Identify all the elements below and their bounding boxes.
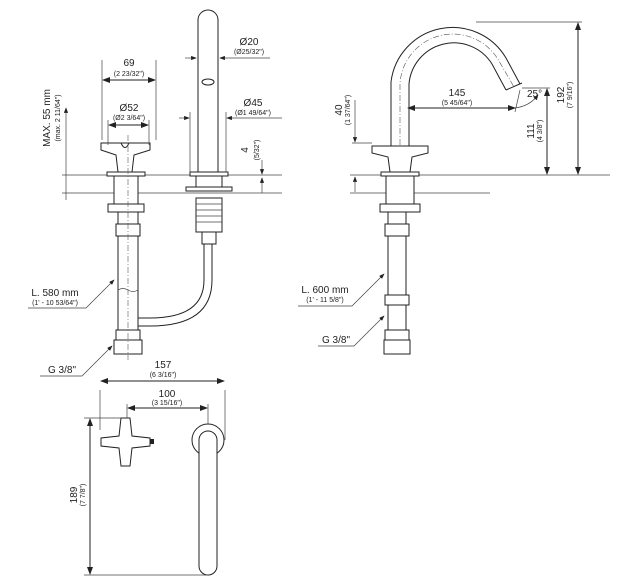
dim-inch: (1 37/64")	[345, 95, 352, 126]
gooseneck-spout	[371, 26, 523, 213]
dimension-157: 157 (6 3/16")	[99, 360, 226, 440]
callout-hose-600: L. 600 mm (1' - 11 5/8")	[298, 273, 385, 307]
callout-value: G 3/8"	[322, 335, 350, 346]
dim-value: Ø45	[244, 98, 263, 109]
flex-hoses	[383, 212, 411, 355]
dim-value: Ø20	[240, 37, 259, 48]
dim-inch: (7 9/16")	[567, 82, 574, 109]
dimension-angle-25: 25°	[514, 89, 542, 113]
dim-value: 189	[69, 486, 80, 503]
callout-inch: (1' - 10 53/64")	[32, 300, 78, 307]
cross-handle-top	[100, 417, 154, 467]
dimension-145: 145 (5 45/64")	[407, 88, 516, 111]
dim-value: 4	[240, 147, 251, 153]
dimension-111: 111 (4 3/8")	[522, 87, 550, 175]
dimension-192: 192 (7 9/16")	[476, 21, 582, 175]
dim-value: 100	[159, 389, 176, 400]
dimension-diameter-20: Ø20 (Ø25/32")	[185, 37, 270, 61]
dim-value: MAX. 55 mm	[42, 89, 53, 147]
front-view: 69 (2 23/32") Ø52 (Ø2 3/64") Ø20 (Ø25/32…	[28, 9, 282, 377]
callout-value: G 3/8"	[48, 365, 76, 376]
flex-hoses	[113, 135, 213, 360]
dim-inch: (5/32")	[254, 140, 261, 161]
side-view: 145 (5 45/64") 25° 111 (4 3/8") 192 (7 9…	[298, 21, 610, 355]
dimension-max-55: MAX. 55 mm (max. 2 11/64")	[42, 89, 69, 200]
dim-inch: (4 3/8")	[537, 120, 544, 143]
dim-inch: (5 45/64")	[442, 100, 473, 107]
dim-value: 25°	[527, 89, 542, 100]
dim-value: 145	[449, 88, 466, 99]
dim-inch: (Ø2 3/64")	[113, 115, 145, 122]
cross-handle	[100, 142, 151, 213]
dim-inch: (Ø1 49/64")	[235, 110, 271, 117]
spout-top	[191, 423, 225, 576]
dim-value: 40	[334, 104, 345, 116]
dim-value: 69	[123, 58, 135, 69]
dimension-40: 40 (1 37/64")	[334, 95, 372, 192]
callout-thread-left: G 3/8"	[40, 345, 113, 377]
top-view: 157 (6 3/16") 100 (3 15/16") 189 (7 7/8"…	[69, 360, 226, 576]
dim-inch: (2 23/32")	[114, 71, 145, 78]
dim-value: 157	[155, 360, 172, 371]
callout-inch: (1' - 11 5/8")	[306, 297, 344, 304]
dim-inch: (7 7/8")	[80, 484, 87, 507]
dim-value: Ø52	[120, 103, 139, 114]
spout	[185, 9, 233, 245]
callout-hose-580: L. 580 mm (1' - 10 53/64")	[28, 279, 115, 309]
callout-value: L. 580 mm	[31, 288, 78, 299]
dimension-diameter-52: Ø52 (Ø2 3/64")	[107, 103, 150, 145]
dim-inch: (6 3/16")	[150, 372, 177, 379]
dim-inch: (Ø25/32")	[234, 49, 264, 56]
dim-value: 192	[556, 86, 567, 103]
dimension-69: 69 (2 23/32")	[101, 58, 157, 140]
dimension-100: 100 (3 15/16")	[126, 389, 209, 424]
dim-inch: (max. 2 11/64")	[55, 94, 62, 141]
callout-thread-right: G 3/8"	[318, 315, 385, 347]
dimension-4: 4 (5/32")	[240, 140, 265, 193]
dim-inch: (3 15/16")	[152, 400, 183, 407]
dimension-189: 189 (7 7/8")	[69, 417, 208, 576]
dimension-diameter-45: Ø45 (Ø1 49/64")	[179, 98, 282, 172]
dim-value: 111	[526, 123, 537, 139]
callout-value: L. 600 mm	[301, 285, 348, 296]
